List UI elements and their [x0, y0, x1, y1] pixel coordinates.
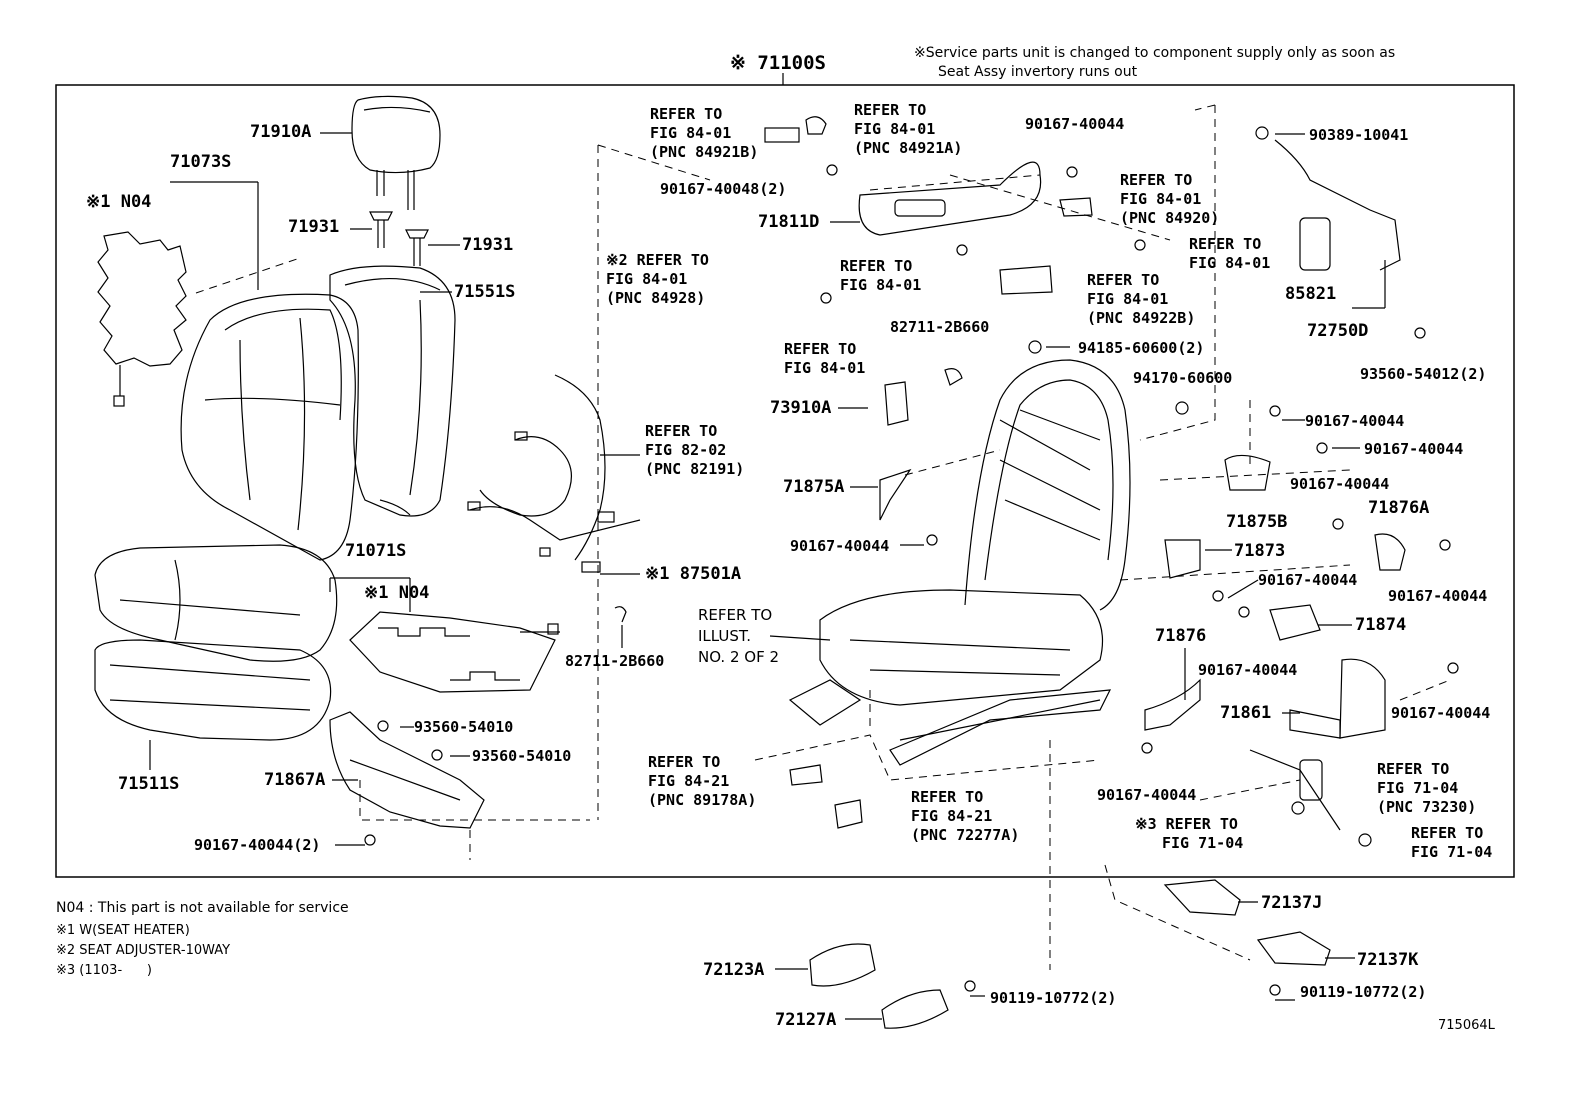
part-label: 71874: [1355, 615, 1407, 635]
part-label: 90167-40044: [1097, 786, 1197, 804]
footnote-1: ※1 W(SEAT HEATER): [56, 923, 190, 938]
part-label: 73910A: [770, 398, 832, 418]
wire-harness-drawing: [467, 374, 641, 623]
footnote-2: ※2 SEAT ADJUSTER-10WAY: [56, 943, 231, 958]
part-label: 71551S: [454, 282, 516, 302]
leader-lines: [149, 132, 1386, 1020]
part-label: 93560-54012(2): [1360, 365, 1487, 383]
part-label: 71873: [1234, 541, 1286, 561]
part-label: 71511S: [118, 774, 180, 794]
part-label: 71931: [462, 235, 514, 255]
headrest-support-drawing: [369, 211, 429, 266]
part-label: 72137J: [1261, 893, 1323, 913]
part-label: 72127A: [775, 1010, 837, 1030]
part-label: 90167-40044: [1391, 704, 1491, 722]
part-label: 93560-54010: [414, 718, 514, 736]
part-label: 90389-10041: [1309, 126, 1409, 144]
part-label: 90167-40044: [1388, 587, 1488, 605]
part-label: 71861: [1220, 703, 1272, 723]
part-label: 71811D: [758, 212, 820, 232]
part-label: 71910A: [250, 122, 312, 142]
part-label: 90167-40044: [1025, 115, 1125, 133]
part-label: 82711-2B660: [890, 318, 990, 336]
part-label: 72123A: [703, 960, 765, 980]
seatback-rear-cover-drawing: [329, 265, 456, 517]
heater-pad-cushion-drawing: [349, 611, 560, 693]
assembly-number: ※ 71100S: [730, 52, 826, 74]
part-label: 90167-40044(2): [194, 836, 321, 854]
part-label: 90119-10772(2): [990, 989, 1117, 1007]
part-label: 71073S: [170, 152, 232, 172]
part-label: 71875A: [783, 477, 845, 497]
part-label: 72137K: [1357, 950, 1419, 970]
part-label: 90167-40048(2): [660, 180, 787, 198]
part-label: 90167-40044: [1305, 412, 1405, 430]
part-label: 90167-40044: [790, 537, 890, 555]
part-label: ※1 N04: [86, 192, 152, 212]
footnote-3: ※3 (1103- ): [56, 963, 153, 978]
seat-cushion-cover-drawing: [94, 544, 338, 741]
part-label: 71875B: [1226, 512, 1288, 532]
figure-id: 715064L: [1438, 1018, 1495, 1033]
assembly-frame: [55, 84, 1515, 878]
part-label: 82711-2B660: [565, 652, 665, 670]
headrest-drawing: [351, 95, 441, 210]
part-label: 71867A: [264, 770, 326, 790]
part-label: 72750D: [1307, 321, 1369, 341]
service-note-line-2: Seat Assy invertory runs out: [938, 64, 1138, 80]
part-label: 90167-40044: [1290, 475, 1390, 493]
service-note-line-1: ※Service parts unit is changed to compon…: [914, 45, 1396, 61]
guide-lines: [195, 104, 1451, 970]
adjuster-switch-cover-drawing: [764, 116, 1093, 295]
part-label: 85821: [1285, 284, 1337, 304]
heater-pad-top-drawing: [97, 231, 187, 407]
part-label: 93560-54010: [472, 747, 572, 765]
part-label: ※1 N04: [364, 583, 430, 603]
part-label: 94170-60600: [1133, 369, 1233, 387]
part-label: ※1 87501A: [645, 564, 742, 584]
part-label: 71876: [1155, 626, 1207, 646]
part-label: 71071S: [345, 541, 407, 561]
seat-frame-drawing: [788, 359, 1131, 766]
bolts-drawing: [364, 126, 1459, 996]
part-label: 90167-40044: [1364, 440, 1464, 458]
part-label: 90167-40044: [1198, 661, 1298, 679]
part-label: 71931: [288, 217, 340, 237]
part-label: 90119-10772(2): [1300, 983, 1427, 1001]
seatbelt-parts-drawing: [879, 139, 1406, 831]
part-label: 71876A: [1368, 498, 1430, 518]
seatback-cover-drawing: [180, 293, 359, 561]
part-label: 90167-40044: [1258, 571, 1358, 589]
front-cover-drawing: [329, 711, 485, 829]
part-label: 94185-60600(2): [1078, 339, 1205, 357]
footnote-n04: N04 : This part is not available for ser…: [56, 900, 349, 916]
